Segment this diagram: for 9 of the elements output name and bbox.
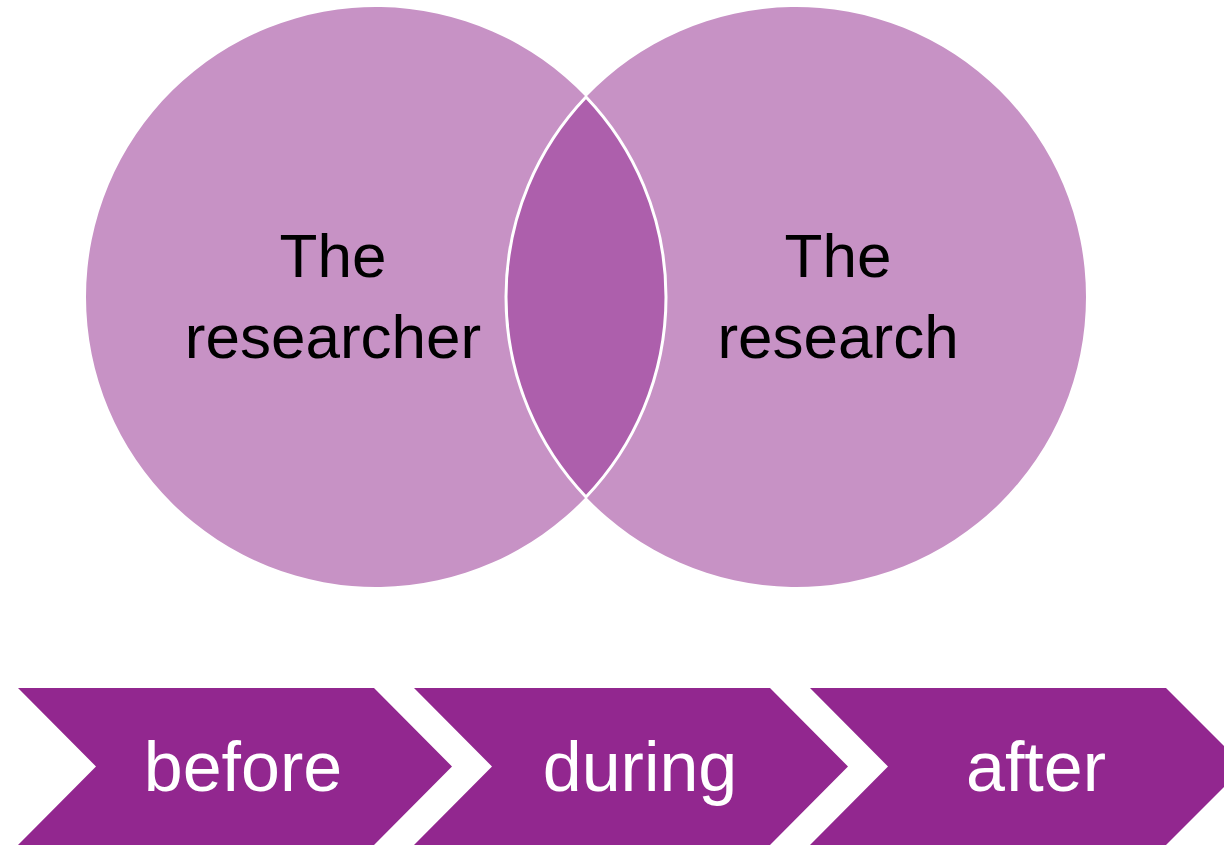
chevron-label: during: [541, 726, 739, 808]
chevron-arrow-shape: [414, 688, 848, 845]
chevron-label: after: [964, 726, 1108, 807]
chevron-arrow-shape: [810, 688, 1224, 845]
circle-label: The researcher: [183, 220, 483, 373]
overlap-region: [504, 95, 668, 499]
chevron-arrow-shape: [18, 688, 452, 845]
chevron-label: before: [142, 726, 344, 807]
circle-label: The research: [716, 220, 960, 373]
